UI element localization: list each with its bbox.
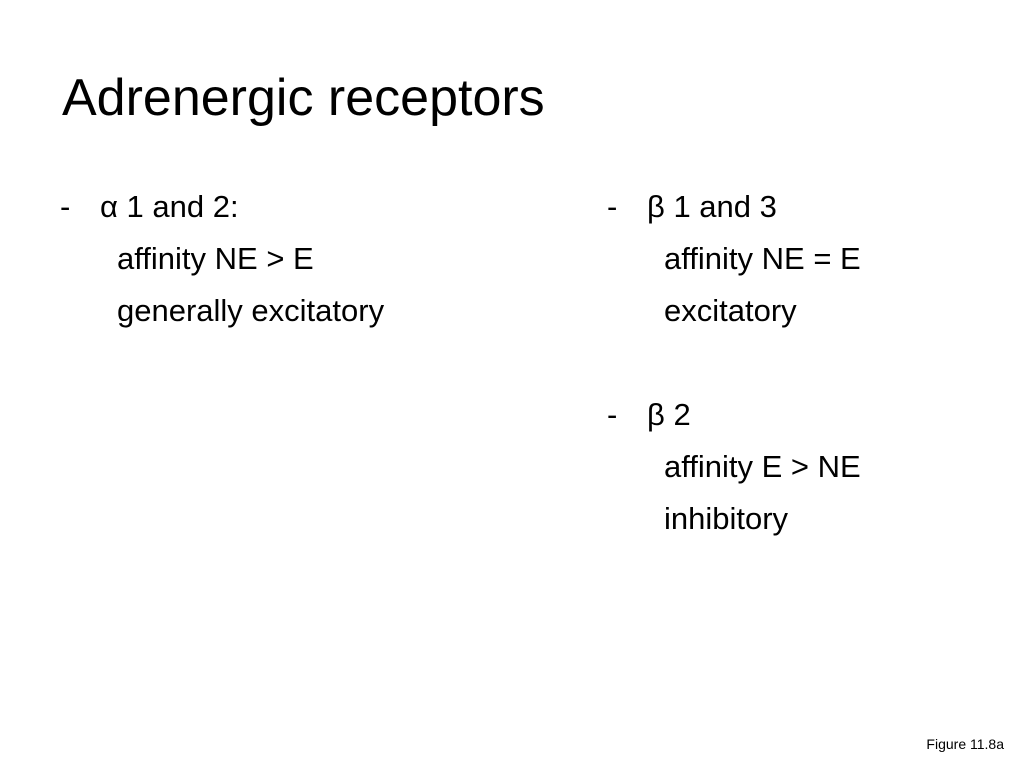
bullet-detail: inhibitory (664, 501, 789, 536)
bullet-detail: affinity NE = E (664, 241, 861, 276)
bullet-dash: - (60, 189, 71, 224)
bullet-heading: -β 2 (607, 389, 861, 441)
figure-label: Figure 11.8a (926, 736, 1004, 752)
bullet-detail: generally excitatory (117, 293, 385, 328)
bullet-dash: - (607, 397, 618, 432)
left-column: -α 1 and 2: affinity NE > E generally ex… (60, 181, 384, 389)
bullet-dash: - (607, 189, 618, 224)
slide-title: Adrenergic receptors (62, 69, 545, 127)
bullet-detail: affinity E > NE (664, 449, 861, 484)
bullet-detail: affinity NE > E (117, 241, 314, 276)
bullet-heading: -β 1 and 3 (607, 181, 861, 233)
bullet-detail: excitatory (664, 293, 797, 328)
bullet-heading: -α 1 and 2: (60, 181, 384, 233)
bullet-group-beta-1-3: -β 1 and 3 affinity NE = E excitatory (607, 181, 861, 337)
right-column: -β 1 and 3 affinity NE = E excitatory -β… (607, 181, 861, 597)
bullet-heading-text: β 1 and 3 (647, 189, 777, 224)
bullet-heading-text: β 2 (647, 397, 691, 432)
bullet-heading-text: α 1 and 2: (100, 189, 239, 224)
bullet-group-beta-2: -β 2 affinity E > NE inhibitory (607, 389, 861, 545)
bullet-group-alpha: -α 1 and 2: affinity NE > E generally ex… (60, 181, 384, 337)
